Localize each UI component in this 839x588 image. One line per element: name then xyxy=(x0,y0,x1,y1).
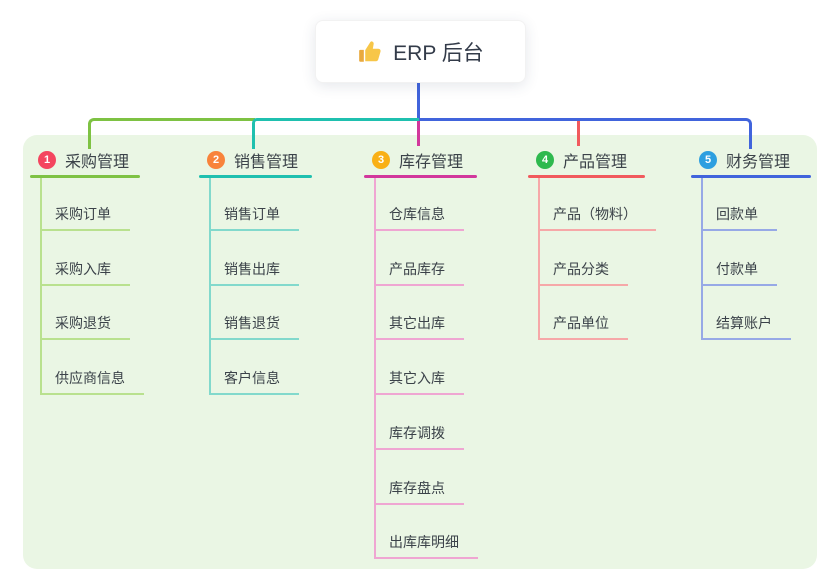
child-underline xyxy=(374,448,464,450)
child-underline xyxy=(209,393,299,395)
subtree-vertical-line xyxy=(209,178,211,395)
child-underline xyxy=(374,393,464,395)
child-node[interactable]: 销售订单 xyxy=(224,206,280,222)
branch-underline xyxy=(199,175,312,178)
child-node[interactable]: 其它出库 xyxy=(389,315,445,331)
child-underline xyxy=(538,229,656,231)
branch-node-2[interactable]: 2 销售管理 xyxy=(207,148,298,172)
child-node[interactable]: 产品（物料） xyxy=(553,206,637,222)
child-underline xyxy=(374,229,464,231)
branches-panel xyxy=(23,135,817,569)
branch4-drop-line xyxy=(577,121,580,146)
branch-title: 销售管理 xyxy=(234,154,299,171)
branch-number-badge: 4 xyxy=(536,151,554,169)
child-underline xyxy=(538,284,628,286)
root-node[interactable]: ERP 后台 xyxy=(315,20,526,83)
branch-number-badge: 2 xyxy=(207,151,225,169)
child-underline xyxy=(374,338,464,340)
branch-title: 库存管理 xyxy=(399,154,464,171)
branch-number-badge: 3 xyxy=(372,151,390,169)
root-stem-line xyxy=(417,80,420,121)
subtree-vertical-line xyxy=(40,178,42,395)
child-underline xyxy=(209,284,299,286)
bus-teal-corner-line xyxy=(252,118,422,149)
child-node[interactable]: 仓库信息 xyxy=(389,206,445,222)
child-node[interactable]: 产品库存 xyxy=(389,261,445,277)
child-underline xyxy=(701,338,791,340)
child-node[interactable]: 客户信息 xyxy=(224,370,280,386)
subtree-vertical-line xyxy=(374,178,376,559)
child-underline xyxy=(209,338,299,340)
child-node[interactable]: 其它入库 xyxy=(389,370,445,386)
child-underline xyxy=(40,338,130,340)
branch-number-badge: 1 xyxy=(38,151,56,169)
thumbs-up-icon xyxy=(357,39,383,65)
subtree-vertical-line xyxy=(538,178,540,340)
branch-title: 产品管理 xyxy=(563,154,628,171)
child-underline xyxy=(374,284,464,286)
branch-underline xyxy=(691,175,811,178)
child-node[interactable]: 采购订单 xyxy=(55,206,111,222)
root-title: ERP 后台 xyxy=(393,41,484,65)
branch-node-5[interactable]: 5 财务管理 xyxy=(699,148,790,172)
child-underline xyxy=(40,284,130,286)
child-underline xyxy=(209,229,299,231)
child-underline xyxy=(701,284,777,286)
child-underline xyxy=(40,393,144,395)
child-node[interactable]: 销售出库 xyxy=(224,261,280,277)
child-node[interactable]: 结算账户 xyxy=(716,315,772,331)
child-node[interactable]: 回款单 xyxy=(716,206,758,222)
child-underline xyxy=(374,503,464,505)
bus-right-corner-line xyxy=(419,118,752,149)
branch-node-4[interactable]: 4 产品管理 xyxy=(536,148,627,172)
branch3-drop-line xyxy=(417,121,420,146)
child-node[interactable]: 销售退货 xyxy=(224,315,280,331)
child-node[interactable]: 采购退货 xyxy=(55,315,111,331)
child-node[interactable]: 库存调拨 xyxy=(389,425,445,441)
bus-left-corner-line xyxy=(88,118,255,149)
subtree-vertical-line xyxy=(701,178,703,340)
branch-underline xyxy=(528,175,645,178)
branch-title: 财务管理 xyxy=(726,154,791,171)
child-underline xyxy=(374,557,478,559)
child-underline xyxy=(538,338,628,340)
child-node[interactable]: 产品分类 xyxy=(553,261,609,277)
branch-node-1[interactable]: 1 采购管理 xyxy=(38,148,129,172)
branch-title: 采购管理 xyxy=(65,154,130,171)
child-underline xyxy=(40,229,130,231)
branch-underline xyxy=(364,175,477,178)
child-node[interactable]: 产品单位 xyxy=(553,315,609,331)
child-node[interactable]: 采购入库 xyxy=(55,261,111,277)
child-node[interactable]: 库存盘点 xyxy=(389,480,445,496)
child-node[interactable]: 付款单 xyxy=(716,261,758,277)
child-node[interactable]: 出库库明细 xyxy=(389,534,459,550)
branch-underline xyxy=(30,175,140,178)
child-underline xyxy=(701,229,777,231)
branch-number-badge: 5 xyxy=(699,151,717,169)
branch-node-3[interactable]: 3 库存管理 xyxy=(372,148,463,172)
child-node[interactable]: 供应商信息 xyxy=(55,370,125,386)
